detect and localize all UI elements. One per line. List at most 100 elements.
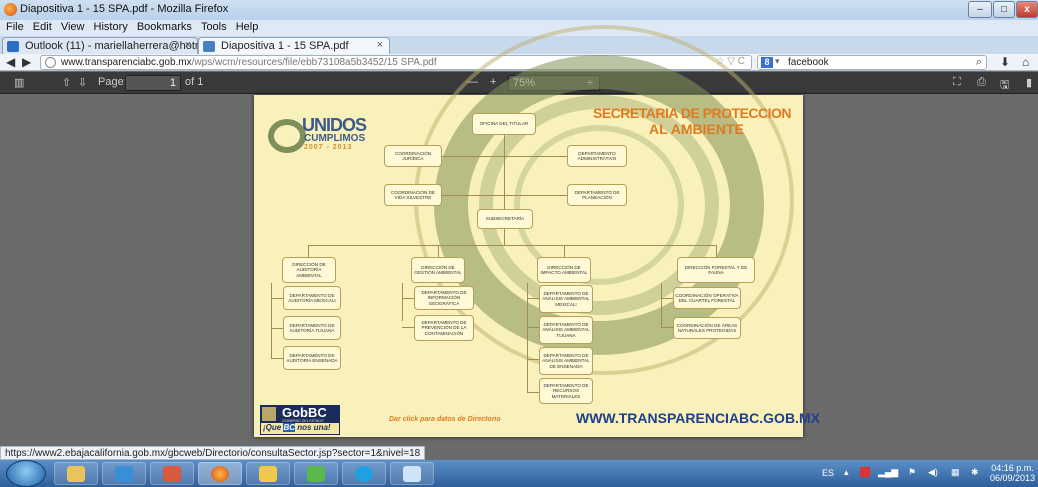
tab-outlook[interactable]: Outlook (11) - mariellaherrera@hotm... × (2, 37, 213, 54)
globe-icon (45, 57, 56, 68)
media-icon (115, 466, 133, 482)
app-icon (259, 466, 277, 482)
taskbar-app[interactable] (246, 462, 290, 485)
connector-line (661, 327, 673, 328)
pdf-icon (203, 41, 215, 52)
window-title: Diapositiva 1 - 15 SPA.pdf - Mozilla Fir… (20, 3, 229, 15)
tab-pdf[interactable]: Diapositiva 1 - 15 SPA.pdf × (198, 37, 390, 54)
search-input[interactable]: 8 ▾ facebook ⌕ (757, 55, 987, 70)
dropdown-icon: ▾ (775, 56, 780, 66)
taskbar-firefox[interactable] (198, 462, 242, 485)
box-direccion-gestion: DIRECCIÓN DE GESTIÓN AMBIENTAL (411, 257, 465, 283)
connector-line (564, 245, 565, 257)
logo-ring (268, 119, 306, 153)
tray-arrow-icon[interactable]: ▴ (844, 467, 849, 477)
volume-icon[interactable]: ◀) (928, 467, 938, 477)
box-areas-protegidas: COORDINACIÓN DE ÁREAS NATURALES PROTEGID… (673, 317, 741, 339)
connector-line (271, 328, 283, 329)
start-button[interactable] (6, 460, 46, 487)
connector-line (308, 245, 716, 246)
document-subtitle: AL AMBIENTE (649, 121, 744, 137)
box-direccion-impacto: DIRECCIÓN DE IMPACTO AMBIENTAL (537, 257, 591, 283)
connector-line (271, 298, 283, 299)
search-icon[interactable]: ⌕ (975, 56, 982, 68)
next-page-icon[interactable]: ⇩ (78, 77, 88, 89)
tab-close-icon[interactable]: × (376, 39, 383, 51)
save-icon[interactable]: 🖫 (1000, 79, 1010, 91)
navigation-bar: ◀ ▶ www.transparenciabc.gob.mx/wps/wcm/r… (0, 54, 1038, 71)
menu-tools[interactable]: Tools (200, 21, 227, 33)
clock-date: 06/09/2013 (990, 473, 1036, 483)
home-icon[interactable]: ⌂ (1022, 55, 1030, 69)
website-link[interactable]: WWW.TRANSPARENCIABC.GOB.MX (576, 410, 820, 426)
download-icon[interactable]: ⬇ (1000, 55, 1011, 69)
print-icon[interactable]: ⎙ (977, 76, 986, 88)
connector-line (527, 392, 539, 393)
box-subsecretaria: SUBSECRETARÍA (477, 209, 533, 229)
minimize-button[interactable]: – (968, 1, 992, 18)
signal-icon[interactable]: ▂▄▆ (878, 467, 899, 477)
outlook-icon (7, 41, 19, 52)
image-icon (403, 466, 421, 482)
previous-page-icon[interactable]: ⇧ (62, 77, 72, 89)
box-departamento-administrativo: DEPARTAMENTO ADMINISTRATIVO (567, 145, 627, 167)
fullscreen-icon[interactable]: ⛶ (953, 76, 961, 88)
url-actions[interactable]: ☆ ▽ C (715, 56, 745, 67)
clock-time: 04:16 p.m. (991, 463, 1034, 473)
menu-help[interactable]: Help (235, 21, 259, 33)
state-seal-icon (262, 407, 276, 421)
tab-label: Outlook (11) - mariellaherrera@hotm... (25, 40, 214, 52)
box-departamento-planeacion: DEPARTAMENTO DE PLANEACIÓN (567, 184, 627, 206)
window-titlebar: Diapositiva 1 - 15 SPA.pdf - Mozilla Fir… (0, 0, 1038, 20)
taskbar-paint[interactable] (150, 462, 194, 485)
taskbar-media[interactable] (102, 462, 146, 485)
connector-line (661, 298, 673, 299)
search-engine-icon[interactable]: 8 (761, 57, 773, 68)
logo-text: UNIDOS (302, 115, 367, 135)
taskbar-image[interactable] (390, 462, 434, 485)
network-icon[interactable]: ▦ (951, 467, 960, 477)
folder-icon (67, 466, 85, 482)
tab-close-icon[interactable]: × (184, 39, 191, 51)
messenger-icon (307, 466, 325, 482)
unidos-logo: UNIDOS CUMPLIMOS 2007 - 2013 (268, 113, 388, 159)
url-host: www.transparenciabc.gob.mx (61, 57, 192, 68)
connector-line (527, 359, 539, 360)
skype-icon (355, 466, 373, 482)
system-tray: ES ▴ ▂▄▆ ⚑ ◀) ▦ ✱ 04:16 p.m. 06/09/2013 (808, 460, 1038, 487)
page-label: Page: (98, 76, 127, 88)
language-indicator[interactable]: ES (822, 468, 835, 478)
clock[interactable]: 04:16 p.m. 06/09/2013 (990, 463, 1035, 483)
menu-history[interactable]: History (93, 21, 128, 33)
menu-bar: File Edit View History Bookmarks Tools H… (0, 20, 1038, 36)
taskbar: ES ▴ ▂▄▆ ⚑ ◀) ▦ ✱ 04:16 p.m. 06/09/2013 (0, 460, 1038, 487)
logo-years: 2007 - 2013 (304, 144, 353, 151)
connector-line (527, 298, 539, 299)
forward-button[interactable]: ▶ (22, 55, 32, 69)
sidebar-toggle-icon[interactable]: ▥ (14, 77, 25, 89)
bookmark-icon[interactable]: ▮ (1026, 77, 1033, 89)
box-oficina-titular: OFICINA DEL TITULAR (472, 113, 536, 135)
maximize-button[interactable]: □ (993, 1, 1015, 18)
connector-line (271, 283, 272, 359)
flag-icon[interactable]: ⚑ (908, 467, 917, 477)
connector-line (716, 245, 717, 257)
taskbar-explorer[interactable] (54, 462, 98, 485)
directorio-link[interactable]: Dar click para datos de Directorio (389, 416, 501, 423)
menu-bookmarks[interactable]: Bookmarks (136, 21, 192, 33)
menu-edit[interactable]: Edit (32, 21, 52, 33)
menu-view[interactable]: View (60, 21, 85, 33)
document-title: SECRETARIA DE PROTECCION (593, 105, 792, 121)
taskbar-messenger[interactable] (294, 462, 338, 485)
close-button[interactable]: x (1016, 1, 1038, 18)
tray-app-icon[interactable] (860, 467, 870, 477)
back-button[interactable]: ◀ (6, 55, 16, 69)
menu-file[interactable]: File (6, 21, 24, 33)
connector-line (527, 327, 539, 328)
page-number-input[interactable]: 1 (125, 75, 181, 91)
page-total: of 1 (185, 76, 204, 88)
taskbar-skype[interactable] (342, 462, 386, 485)
logo-subtext: CUMPLIMOS (304, 133, 366, 144)
connector-line (504, 135, 505, 227)
tray-misc-icon[interactable]: ✱ (971, 467, 979, 477)
